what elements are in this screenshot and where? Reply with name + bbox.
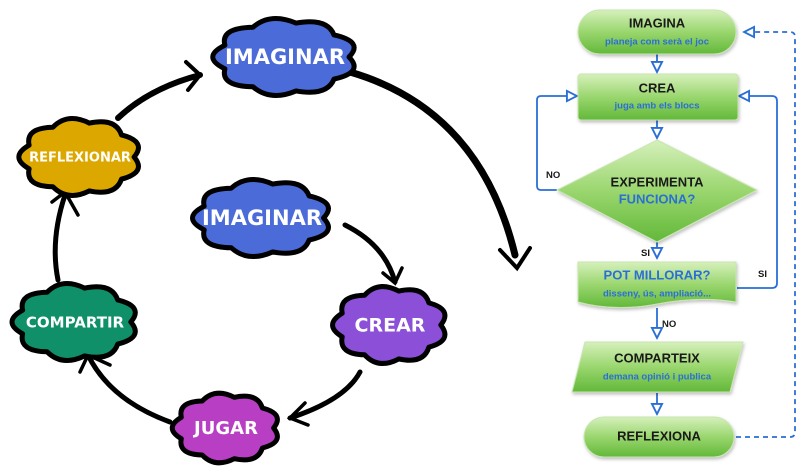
- cloud-shape: [210, 16, 357, 98]
- node-title: POT MILLORAR?: [604, 267, 711, 282]
- arrow-crear-to-jugar: [287, 369, 363, 421]
- flowchart-node-comparteix: COMPARTEIX demana opinió i publica: [571, 341, 744, 393]
- arrowhead: [286, 401, 310, 427]
- flowchart-node-experimenta: EXPERIMENTA FUNCIONA?: [555, 139, 759, 243]
- node-subtitle: demana opinió i publica: [603, 372, 712, 383]
- cloud-shape: [330, 284, 448, 366]
- flowchart-node-reflexiona: REFLEXIONA: [583, 416, 735, 458]
- cycle-clouds: IMAGINAR IMAGINAR CREAR JUGAR COMPARTIR REFLE…: [9, 16, 448, 466]
- arrowhead: [498, 246, 532, 272]
- node-title: COMPARTEIX: [614, 350, 700, 365]
- edge-label-experimenta-si: SI: [641, 248, 650, 259]
- flowchart-node-crea: CREA juga amb els blocs: [577, 73, 739, 121]
- flowchart-connectors: [536, 32, 796, 438]
- edge-label-millorar-si: SI: [758, 269, 767, 280]
- cloud-compartir: COMPARTIR: [9, 281, 138, 363]
- edge-label-experimenta-no: NO: [546, 170, 560, 181]
- connector-reflexiona-imagina-dashed: [736, 32, 796, 438]
- cloud-label: IMAGINAR: [225, 45, 345, 69]
- cloud-reflexionar: REFLEXIONAR: [16, 116, 141, 198]
- node-subtitle: planeja com serà el joc: [605, 37, 709, 48]
- cloud-jugar: JUGAR: [169, 390, 280, 466]
- node-subtitle: disseny, ús, ampliació...: [603, 289, 711, 300]
- cloud-imaginar-top: IMAGINAR: [210, 16, 357, 98]
- cloud-label: COMPARTIR: [26, 314, 125, 332]
- node-subtitle: juga amb els blocs: [614, 101, 700, 112]
- arrowhead: [184, 60, 203, 92]
- connector-millorar-si-crea: [737, 96, 778, 289]
- connector-experimenta-no-crea: [536, 96, 577, 191]
- node-title: IMAGINA: [629, 15, 686, 30]
- arrow-imaginar-to-flowchart: [346, 68, 519, 259]
- cloud-shape: [9, 281, 138, 363]
- cloud-imaginar-center: IMAGINAR: [190, 177, 331, 259]
- flowchart-node-imagina: IMAGINA planeja com serà el joc: [577, 9, 737, 55]
- cycle-arrows: [50, 60, 532, 427]
- flowchart-node-pot-millorar: POT MILLORAR? disseny, ús, ampliació...: [577, 261, 737, 309]
- node-question: FUNCIONA?: [619, 191, 696, 206]
- cloud-label: REFLEXIONAR: [29, 151, 131, 166]
- node-title: EXPERIMENTA: [611, 174, 705, 189]
- cloud-label: CREAR: [355, 315, 426, 337]
- cloud-label: JUGAR: [192, 418, 258, 439]
- cloud-label: IMAGINAR: [202, 206, 322, 230]
- node-title: CREA: [639, 80, 676, 95]
- node-title: REFLEXIONA: [617, 428, 701, 443]
- cloud-shape: [16, 116, 141, 198]
- arrow-imaginar-to-crear: [342, 222, 398, 285]
- cloud-shape: [169, 390, 280, 466]
- cloud-shape: [190, 177, 331, 259]
- arrow-jugar-to-compartir: [85, 352, 173, 425]
- arrowhead: [381, 266, 404, 286]
- arrow-compartir-to-reflexionar: [52, 192, 68, 283]
- edge-label-millorar-no: NO: [662, 319, 676, 330]
- cloud-crear: CREAR: [330, 284, 448, 366]
- arrow-reflexionar-to-imaginar: [115, 72, 203, 121]
